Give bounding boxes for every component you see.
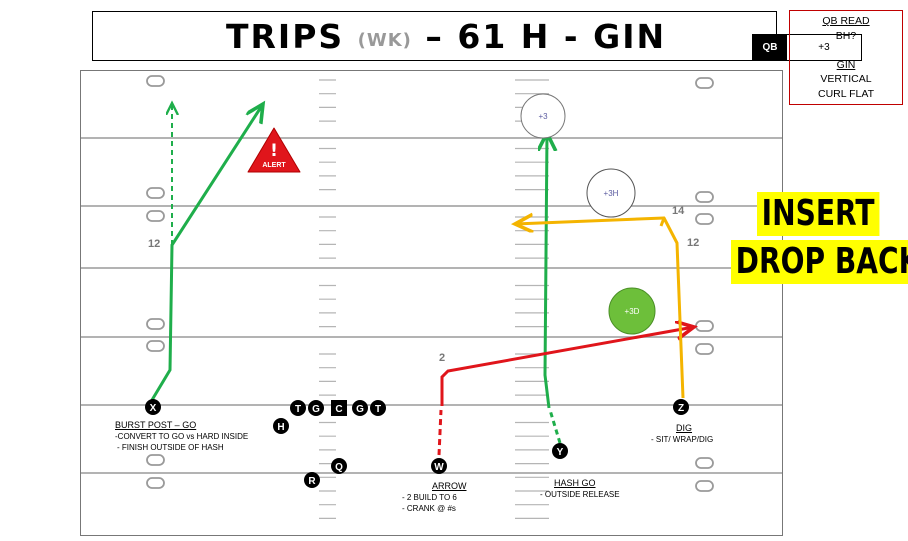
yard-number-marker <box>146 477 165 489</box>
yard-number-marker <box>146 75 165 87</box>
svg-text:C: C <box>335 404 342 415</box>
alert-icon: ! ALERT <box>247 127 301 173</box>
player-z: Z <box>673 399 689 415</box>
z-depth-number: 14 <box>672 205 685 217</box>
y-note-head: HASH GO <box>554 478 596 488</box>
qb-read-line: BH? <box>835 29 857 42</box>
skill-players: X H Q R W Y Z <box>145 399 689 488</box>
player-r: R <box>304 472 320 488</box>
z-note-line: - SIT/ WRAP/DIG <box>651 435 714 444</box>
alert-label: ALERT <box>262 162 286 169</box>
qb-read-box: QB READ BH? GIN VERTICAL CURL FLAT <box>789 10 903 105</box>
y-route-note: HASH GO - OUTSIDE RELEASE <box>540 478 620 500</box>
defender-label: +3D <box>625 307 640 316</box>
yard-number-marker <box>695 343 714 355</box>
yard-number-marker <box>146 454 165 466</box>
yard-number-marker <box>695 480 714 492</box>
w-route-note: ARROW - 2 BUILD TO 6 - CRANK @ #s <box>402 481 467 514</box>
player-y: Y <box>552 443 568 459</box>
yard-number-marker <box>695 213 714 225</box>
defender-label: +3 <box>538 112 548 121</box>
defender-label: +3H <box>604 189 619 198</box>
football-field <box>80 70 783 536</box>
drop-back-callout: DROP BACK <box>731 240 908 284</box>
z-route <box>659 216 685 399</box>
svg-text:Z: Z <box>678 403 684 414</box>
play-title: TRIPS (WK) – 61 H - GIN <box>226 18 666 60</box>
x-break-number: 12 <box>148 238 161 250</box>
field-numbers-left <box>146 75 165 489</box>
svg-text:X: X <box>150 403 157 414</box>
svg-text:G: G <box>356 404 364 415</box>
z-note-head: DIG <box>676 423 693 433</box>
x-route <box>150 104 263 401</box>
qb-read-line: VERTICAL <box>820 73 872 85</box>
insert-callout: INSERT <box>757 192 880 236</box>
w-note-line: - CRANK @ #s <box>402 504 456 513</box>
player-w: W <box>431 458 447 474</box>
svg-text:T: T <box>295 404 301 415</box>
qb-read-line: GIN <box>836 58 856 71</box>
z-dig-arrow <box>515 218 665 224</box>
svg-text:T: T <box>375 404 381 415</box>
player-q: Q <box>331 458 347 474</box>
yard-number-marker <box>146 210 165 222</box>
qb-box: QB +3 <box>752 34 862 61</box>
w-break-number: 2 <box>439 352 446 364</box>
left-tackle: T <box>290 400 306 416</box>
z-break-number: 12 <box>687 237 700 249</box>
center: C <box>331 400 347 416</box>
yard-number-marker <box>695 320 714 332</box>
right-guard: G <box>352 400 368 416</box>
z-route-note: DIG - SIT/ WRAP/DIG <box>651 423 713 445</box>
svg-text:W: W <box>434 462 444 473</box>
left-guard: G <box>308 400 324 416</box>
player-x: X <box>145 399 161 415</box>
yard-number-marker <box>695 457 714 469</box>
qb-label: QB <box>753 35 787 60</box>
w-route <box>440 327 694 406</box>
yard-number-marker <box>146 187 165 199</box>
qb-value: +3 <box>818 42 830 53</box>
svg-text:G: G <box>312 404 320 415</box>
right-tackle: T <box>370 400 386 416</box>
defender-plus3: +3 <box>520 93 566 139</box>
yard-number-marker <box>146 340 165 352</box>
yard-number-marker <box>146 318 165 330</box>
y-release <box>548 409 562 444</box>
defender-plus3h: +3H <box>586 168 636 218</box>
title-play: – 61 H - GIN <box>411 17 667 56</box>
w-release <box>437 409 443 456</box>
svg-text:Q: Q <box>335 462 343 473</box>
yard-number-marker <box>695 77 714 89</box>
w-note-head: ARROW <box>432 481 467 491</box>
x-note-head: BURST POST – GO <box>115 420 197 430</box>
x-route-note: BURST POST – GO -CONVERT TO GO vs HARD I… <box>115 420 248 453</box>
svg-text:Y: Y <box>557 447 564 458</box>
x-note-line: - FINISH OUTSIDE OF HASH <box>117 443 224 452</box>
field-numbers-right <box>695 77 714 492</box>
y-route <box>545 133 549 409</box>
offensive-line: T G C G T <box>290 400 386 416</box>
qb-read-line: CURL FLAT <box>817 87 874 100</box>
title-tag: (WK) <box>357 30 412 51</box>
yard-number-marker <box>695 191 714 203</box>
player-h: H <box>273 418 289 434</box>
svg-text:H: H <box>277 422 284 433</box>
title-box: TRIPS (WK) – 61 H - GIN QB +3 <box>92 11 862 61</box>
qb-read-title: QB READ <box>822 15 870 27</box>
defender-plus3d: +3D <box>608 287 656 335</box>
hash-marks-right <box>515 79 549 520</box>
title-formation: TRIPS <box>226 17 358 56</box>
alert-exclamation: ! <box>270 141 278 161</box>
y-note-line: - OUTSIDE RELEASE <box>540 490 620 499</box>
x-note-line: -CONVERT TO GO vs HARD INSIDE <box>115 432 249 441</box>
svg-text:R: R <box>308 476 316 487</box>
hash-marks-left <box>319 79 336 520</box>
w-note-line: - 2 BUILD TO 6 <box>402 493 457 502</box>
